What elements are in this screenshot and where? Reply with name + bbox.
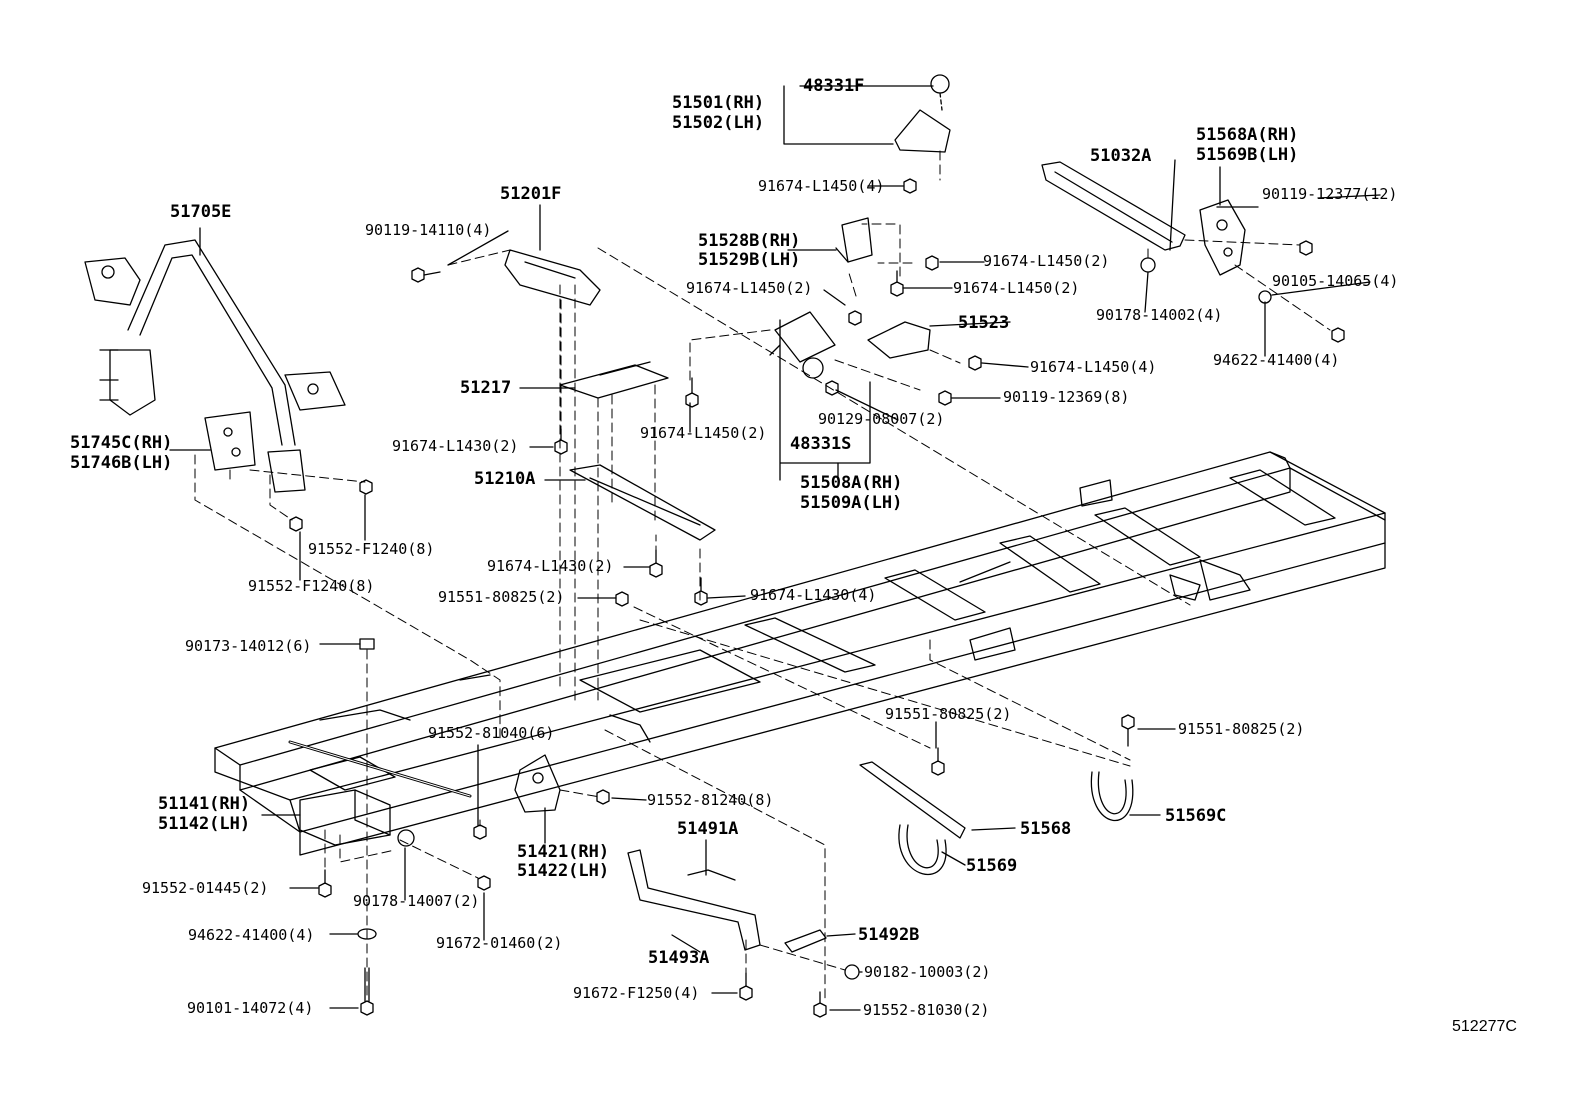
strap-51568 xyxy=(859,761,966,876)
bracket-51421 xyxy=(514,754,561,813)
part-label-51508a-rh: 51508A(RH) xyxy=(800,473,903,493)
main-frame xyxy=(214,451,1386,856)
part-label-91552-01445: 91552-01445(2) xyxy=(142,879,269,897)
part-label-91674-l1450-2-d: 91674-L1450(2) xyxy=(640,424,767,442)
bracket-51568a xyxy=(1199,199,1246,276)
part-label-90119-14110: 90119-14110(4) xyxy=(365,221,492,239)
part-label-51141-rh: 51141(RH) xyxy=(158,794,251,814)
part-label-51491a: 51491A xyxy=(677,819,739,839)
part-label-90119-12369: 90119-12369(8) xyxy=(1003,388,1130,406)
part-label-91552-81040: 91552-81040(6) xyxy=(428,724,555,742)
part-label-90182-10003: 90182-10003(2) xyxy=(864,963,991,981)
part-label-51210a: 51210A xyxy=(474,469,536,489)
part-label-91551-80825-a: 91551-80825(2) xyxy=(438,588,565,606)
part-label-90119-12377: 90119-12377(12) xyxy=(1262,185,1398,203)
mount-51508a xyxy=(769,311,836,379)
part-label-51529b-lh: 51529B(LH) xyxy=(698,250,801,270)
hoop-51705e xyxy=(84,239,346,446)
part-label-91552-81240: 91552-81240(8) xyxy=(647,791,774,809)
assembly-lines xyxy=(194,150,1331,1001)
part-label-90129-08007: 90129-08007(2) xyxy=(818,410,945,428)
part-label-51569c: 51569C xyxy=(1165,806,1227,826)
part-label-51568: 51568 xyxy=(1020,819,1072,839)
part-label-90173-14012: 90173-14012(6) xyxy=(185,637,312,655)
part-label-90105-14065: 90105-14065(4) xyxy=(1272,272,1399,290)
part-label-94622-41400-right: 94622-41400(4) xyxy=(1213,351,1340,369)
bracket-51745c xyxy=(204,411,306,493)
bracket-51501 xyxy=(894,74,951,153)
part-label-51201f: 51201F xyxy=(500,184,562,204)
part-label-91552-81030: 91552-81030(2) xyxy=(863,1001,990,1019)
part-label-51492b: 51492B xyxy=(858,925,920,945)
crossmember-51032a xyxy=(1041,161,1186,251)
part-label-51523: 51523 xyxy=(958,313,1010,333)
part-label-48331s: 48331S xyxy=(790,434,852,454)
part-label-51493a: 51493A xyxy=(648,948,710,968)
part-label-51745c-rh: 51745C(RH) xyxy=(70,433,173,453)
part-label-51217: 51217 xyxy=(460,378,512,398)
bracket-51528b xyxy=(835,217,873,263)
leader-lines xyxy=(169,85,1381,1011)
part-label-91674-l1450-4-mid: 91674-L1450(4) xyxy=(1030,358,1157,376)
part-label-51746b-lh: 51746B(LH) xyxy=(70,453,173,473)
strap-51569c xyxy=(1090,771,1134,821)
part-label-91551-80825-b: 91551-80825(2) xyxy=(885,705,1012,723)
part-label-91674-l1450-2-a: 91674-L1450(2) xyxy=(983,252,1110,270)
part-label-48331f: 48331F xyxy=(803,76,865,96)
plate-51210a xyxy=(569,464,716,541)
bracket-51201f xyxy=(504,249,601,306)
part-label-91672-f1250: 91672-F1250(4) xyxy=(573,984,700,1002)
part-label-51509a-lh: 51509A(LH) xyxy=(800,493,903,513)
plate-51217 xyxy=(559,361,669,399)
part-label-51569b-lh: 51569B(LH) xyxy=(1196,145,1299,165)
part-label-51032a: 51032A xyxy=(1090,146,1152,166)
part-label-51502-lh: 51502(LH) xyxy=(672,113,765,133)
part-label-51569: 51569 xyxy=(966,856,1018,876)
part-label-91674-l1430-2-a: 91674-L1430(2) xyxy=(392,437,519,455)
part-label-91674-l1450-2-c: 91674-L1450(2) xyxy=(686,279,813,297)
part-label-51528b-rh: 51528B(RH) xyxy=(698,231,801,251)
part-label-51501-rh: 51501(RH) xyxy=(672,93,765,113)
part-label-90178-14002: 90178-14002(4) xyxy=(1096,306,1223,324)
part-label-51421-rh: 51421(RH) xyxy=(517,842,610,862)
part-label-90178-14007: 90178-14007(2) xyxy=(353,892,480,910)
part-label-51142-lh: 51142(LH) xyxy=(158,814,251,834)
part-label-91674-l1450-2-b: 91674-L1450(2) xyxy=(953,279,1080,297)
part-label-51422-lh: 51422(LH) xyxy=(517,861,610,881)
part-label-91552-f1240-b: 91552-F1240(8) xyxy=(248,577,375,595)
part-label-94622-41400-left: 94622-41400(4) xyxy=(188,926,315,944)
part-label-91551-80825-c: 91551-80825(2) xyxy=(1178,720,1305,738)
part-label-91674-l1450-4-top: 91674-L1450(4) xyxy=(758,177,885,195)
part-label-51705e: 51705E xyxy=(170,202,232,222)
part-label-51568a-rh: 51568A(RH) xyxy=(1196,125,1299,145)
part-label-91674-l1430-4: 91674-L1430(4) xyxy=(750,586,877,604)
part-label-91672-01460: 91672-01460(2) xyxy=(436,934,563,952)
part-label-91552-f1240-a: 91552-F1240(8) xyxy=(308,540,435,558)
part-label-91674-l1430-2-b: 91674-L1430(2) xyxy=(487,557,614,575)
rod-51493a xyxy=(627,849,827,953)
diagram-reference-id: 512277C xyxy=(1452,1018,1517,1035)
bracket-51141 xyxy=(299,789,391,846)
bracket-51523 xyxy=(867,321,931,359)
part-label-90101-14072: 90101-14072(4) xyxy=(187,999,314,1017)
